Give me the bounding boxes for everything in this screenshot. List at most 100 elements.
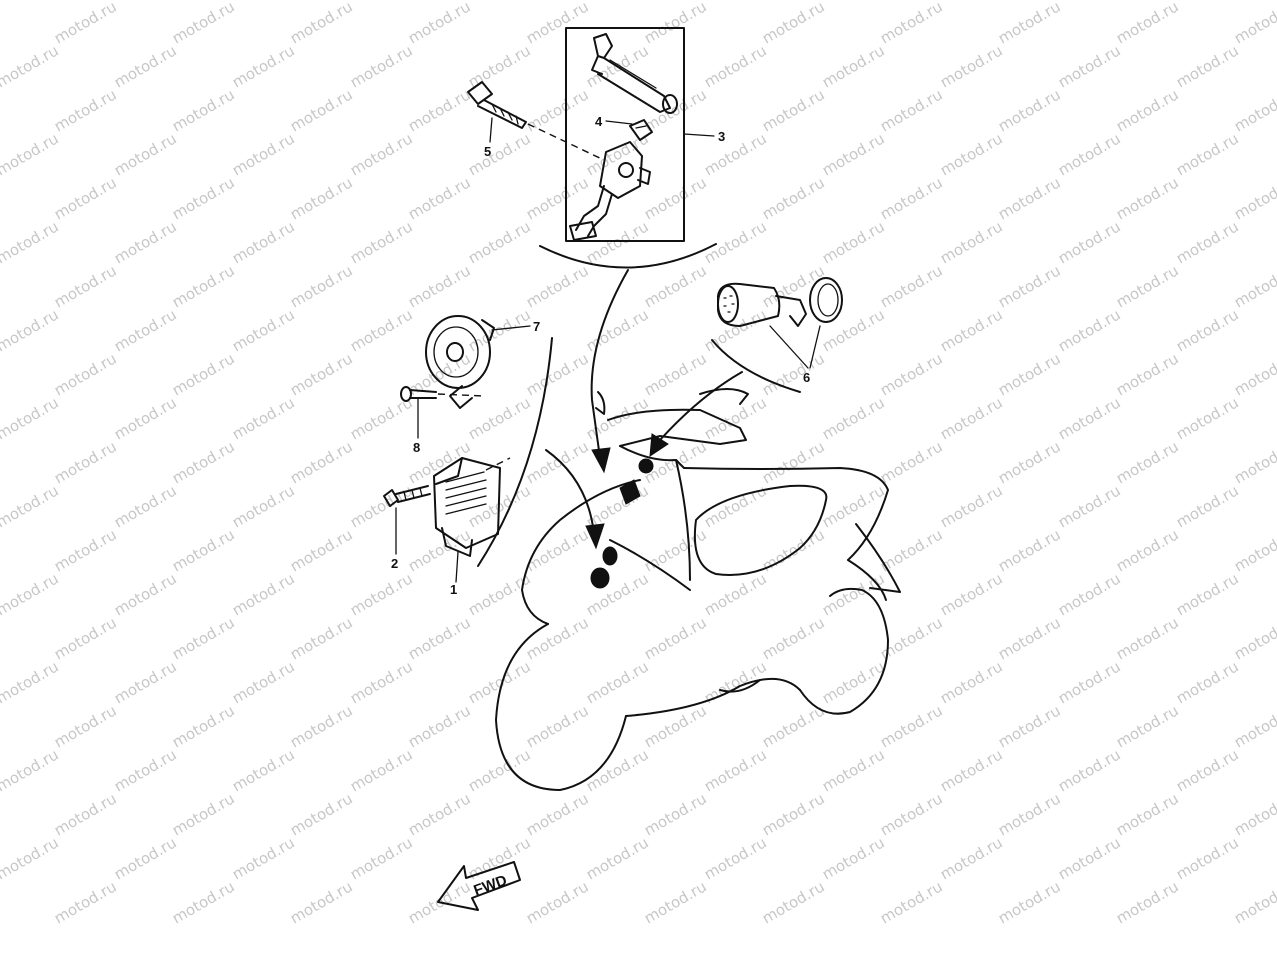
watermark-text: motod.ru	[583, 657, 652, 707]
watermark-text: motod.ru	[641, 349, 710, 399]
watermark-text: motod.ru	[1173, 745, 1242, 795]
watermark-text: motod.ru	[287, 0, 356, 47]
watermark-text: motod.ru	[0, 481, 62, 531]
watermark-text: motod.ru	[1173, 129, 1242, 179]
watermark-text: motod.ru	[641, 613, 710, 663]
watermark-text: motod.ru	[1055, 217, 1124, 267]
watermark-text: motod.ru	[405, 613, 474, 663]
pointer-arrow-socket	[659, 371, 743, 441]
watermark-text: motod.ru	[465, 129, 534, 179]
watermark-text: motod.ru	[701, 745, 770, 795]
watermark-text: motod.ru	[995, 613, 1064, 663]
watermark-text: motod.ru	[405, 173, 474, 223]
leader-3	[683, 133, 715, 137]
watermark-text: motod.ru	[169, 173, 238, 223]
watermark-text: motod.ru	[819, 569, 888, 619]
watermark-text: motod.ru	[1231, 613, 1277, 663]
leader-5	[489, 117, 493, 143]
watermark-text: motod.ru	[995, 525, 1064, 575]
watermark-text: motod.ru	[229, 393, 298, 443]
watermark-text: motod.ru	[1055, 41, 1124, 91]
watermark-text: motod.ru	[641, 877, 710, 927]
watermark-text: motod.ru	[995, 877, 1064, 927]
callout-1: 1	[450, 582, 457, 597]
watermark-text: motod.ru	[523, 701, 592, 751]
watermark-text: motod.ru	[51, 173, 120, 223]
watermark-text: motod.ru	[1113, 525, 1182, 575]
watermark-text: motod.ru	[229, 129, 298, 179]
watermark-text: motod.ru	[0, 305, 62, 355]
watermark-text: motod.ru	[877, 0, 946, 47]
watermark-text: motod.ru	[995, 789, 1064, 839]
watermark-text: motod.ru	[169, 613, 238, 663]
watermark-text: motod.ru	[465, 305, 534, 355]
watermark-text: motod.ru	[877, 701, 946, 751]
watermark-text: motod.ru	[937, 129, 1006, 179]
watermark-text: motod.ru	[229, 569, 298, 619]
watermark-text: motod.ru	[523, 877, 592, 927]
watermark-text: motod.ru	[347, 745, 416, 795]
watermark-text: motod.ru	[995, 0, 1064, 47]
watermark-text: motod.ru	[51, 701, 120, 751]
watermark-text: motod.ru	[995, 701, 1064, 751]
watermark-text: motod.ru	[169, 877, 238, 927]
watermark-text: motod.ru	[995, 261, 1064, 311]
watermark-text: motod.ru	[641, 525, 710, 575]
callout-2: 2	[391, 556, 398, 571]
watermark-text: motod.ru	[1055, 657, 1124, 707]
watermark-text: motod.ru	[287, 173, 356, 223]
watermark-text: motod.ru	[111, 569, 180, 619]
watermark-text: motod.ru	[1231, 173, 1277, 223]
watermark-text: motod.ru	[819, 393, 888, 443]
ignition-switch-assembly	[565, 27, 685, 242]
watermark-text: motod.ru	[287, 877, 356, 927]
watermark-text: motod.ru	[1173, 833, 1242, 883]
watermark-text: motod.ru	[583, 745, 652, 795]
watermark-text: motod.ru	[287, 261, 356, 311]
watermark-text: motod.ru	[701, 833, 770, 883]
watermark-text: motod.ru	[169, 525, 238, 575]
watermark-text: motod.ru	[287, 349, 356, 399]
watermark-text: motod.ru	[1055, 569, 1124, 619]
watermark-text: motod.ru	[523, 85, 592, 135]
group-arc-socket	[711, 339, 801, 393]
watermark-text: motod.ru	[701, 569, 770, 619]
watermark-text: motod.ru	[1231, 437, 1277, 487]
watermark-text: motod.ru	[819, 305, 888, 355]
watermark-text: motod.ru	[405, 0, 474, 47]
watermark-text: motod.ru	[819, 41, 888, 91]
watermark-text: motod.ru	[1113, 789, 1182, 839]
watermark-text: motod.ru	[347, 481, 416, 531]
callout-7: 7	[533, 319, 540, 334]
watermark-text: motod.ru	[1055, 833, 1124, 883]
watermark-text: motod.ru	[51, 0, 120, 47]
watermark-text: motod.ru	[111, 481, 180, 531]
watermark-text: motod.ru	[287, 789, 356, 839]
watermark-text: motod.ru	[1231, 0, 1277, 47]
watermark-text: motod.ru	[287, 701, 356, 751]
watermark-text: motod.ru	[819, 129, 888, 179]
watermark-text: motod.ru	[405, 85, 474, 135]
watermark-text: motod.ru	[759, 613, 828, 663]
watermark-text: motod.ru	[523, 789, 592, 839]
watermark-text: motod.ru	[347, 657, 416, 707]
watermark-text: motod.ru	[1231, 261, 1277, 311]
watermark-text: motod.ru	[169, 437, 238, 487]
watermark-text: motod.ru	[523, 0, 592, 47]
watermark-text: motod.ru	[229, 745, 298, 795]
watermark-text: motod.ru	[701, 305, 770, 355]
watermark-text: motod.ru	[1231, 525, 1277, 575]
leader-4	[605, 120, 633, 125]
watermark-text: motod.ru	[1055, 745, 1124, 795]
watermark-text: motod.ru	[641, 789, 710, 839]
watermark-text: motod.ru	[169, 0, 238, 47]
watermark-text: motod.ru	[701, 393, 770, 443]
pointer-arrow-regulator	[545, 449, 595, 535]
watermark-text: motod.ru	[0, 393, 62, 443]
watermark-text: motod.ru	[405, 261, 474, 311]
watermark-text: motod.ru	[1113, 85, 1182, 135]
watermark-text: motod.ru	[51, 437, 120, 487]
watermark-text: motod.ru	[111, 41, 180, 91]
leader-1	[455, 551, 459, 583]
watermark-text: motod.ru	[877, 85, 946, 135]
